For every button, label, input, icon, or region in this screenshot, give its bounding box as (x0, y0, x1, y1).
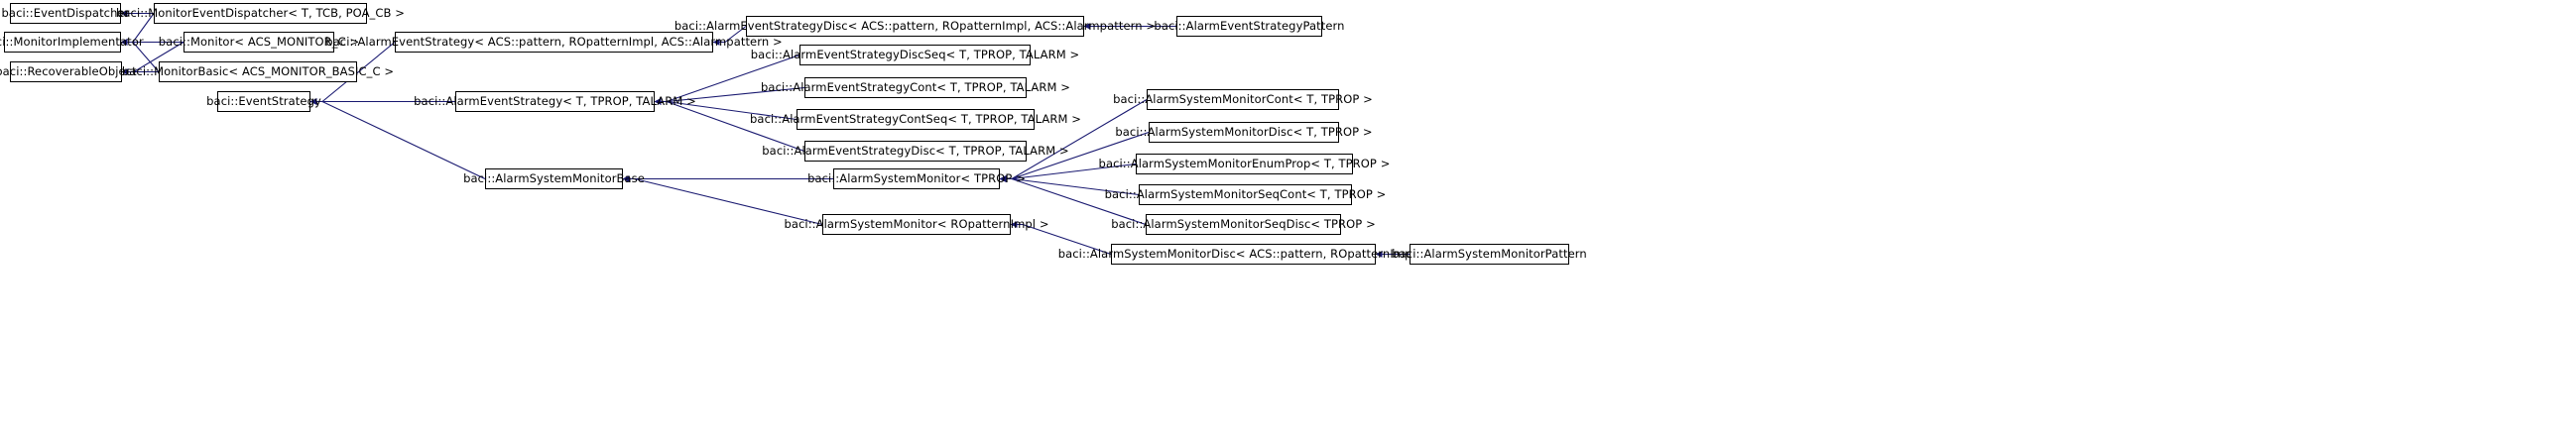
class-node-event_dispatcher[interactable]: baci::EventDispatcher (2, 3, 129, 24)
class-node-label: baci::AlarmEventStrategy< ACS::pattern, … (325, 34, 783, 49)
class-node-alarm_event_strategy_pattern[interactable]: baci::AlarmEventStrategyPattern (1154, 16, 1344, 37)
class-node-alarm_system_monitor_disc[interactable]: baci::AlarmSystemMonitorDisc< T, TPROP > (1115, 122, 1373, 143)
class-node-monitor_implementator[interactable]: baci::MonitorImplementator (0, 32, 144, 53)
class-node-label: baci::AlarmSystemMonitorBase (463, 170, 645, 185)
class-node-alarm_system_monitor_cont[interactable]: baci::AlarmSystemMonitorCont< T, TPROP > (1113, 89, 1373, 110)
class-node-label: baci::AlarmEventStrategyDiscSeq< T, TPRO… (750, 47, 1080, 61)
class-node-label: baci::AlarmEventStrategyDisc< T, TPROP, … (762, 143, 1069, 158)
class-node-alarm_event_strategy_disc_seq[interactable]: baci::AlarmEventStrategyDiscSeq< T, TPRO… (751, 45, 1079, 65)
class-node-alarm_event_strategy_disc[interactable]: baci::AlarmEventStrategyDisc< T, TPROP, … (762, 141, 1069, 162)
class-node-recoverable_object[interactable]: baci::RecoverableObject (0, 61, 137, 82)
class-node-monitor_basic[interactable]: baci::MonitorBasic< ACS_MONITOR_BASIC_C … (122, 61, 394, 82)
class-node-label: baci::AlarmEventStrategyDisc< ACS::patte… (674, 18, 1157, 33)
class-node-label: baci::AlarmSystemMonitor< ROpatternImpl … (784, 216, 1049, 231)
class-node-label: baci::AlarmEventStrategyPattern (1154, 18, 1345, 33)
class-node-label: baci::AlarmSystemMonitor< TPROP > (807, 170, 1026, 185)
class-node-label: baci::AlarmSystemMonitorEnumProp< T, TPR… (1098, 156, 1391, 170)
class-node-label: baci::AlarmSystemMonitorPattern (1392, 246, 1587, 261)
class-node-alarm_event_strategy_disc_pattern[interactable]: baci::AlarmEventStrategyDisc< ACS::patte… (675, 16, 1156, 37)
class-node-label: baci::AlarmEventStrategyContSeq< T, TPRO… (750, 111, 1081, 126)
class-node-alarm_system_monitor_pattern[interactable]: baci::AlarmSystemMonitorPattern (1392, 244, 1587, 265)
class-node-label: baci::EventStrategy (206, 93, 321, 108)
class-node-label: baci::MonitorImplementator (0, 34, 144, 49)
class-node-alarm_system_monitor_seq_disc[interactable]: baci::AlarmSystemMonitorSeqDisc< TPROP > (1111, 214, 1376, 235)
class-node-label: baci::AlarmSystemMonitorDisc< ACS::patte… (1057, 246, 1429, 261)
class-node-label: baci::RecoverableObject (0, 63, 137, 78)
class-node-label: baci::AlarmEventStrategy< T, TPROP, TALA… (414, 93, 696, 108)
class-node-label: baci::Monitor< ACS_MONITOR_C > (158, 34, 360, 49)
class-node-label: baci::AlarmSystemMonitorCont< T, TPROP > (1113, 91, 1373, 106)
class-node-label: baci::AlarmEventStrategyCont< T, TPROP, … (761, 79, 1070, 94)
class-node-label: baci::MonitorEventDispatcher< T, TCB, PO… (116, 5, 406, 20)
class-node-alarm_system_monitor_disc_pattern[interactable]: baci::AlarmSystemMonitorDisc< ACS::patte… (1058, 244, 1428, 265)
class-node-alarm_system_monitor_tprop[interactable]: baci::AlarmSystemMonitor< TPROP > (807, 168, 1026, 189)
class-node-alarm_event_strategy_pattern_t[interactable]: baci::AlarmEventStrategy< ACS::pattern, … (325, 32, 783, 53)
class-node-alarm_system_monitor_seq_cont[interactable]: baci::AlarmSystemMonitorSeqCont< T, TPRO… (1105, 184, 1386, 205)
class-node-label: baci::AlarmSystemMonitorSeqDisc< TPROP > (1111, 216, 1376, 231)
class-node-alarm_system_monitor_ropattern[interactable]: baci::AlarmSystemMonitor< ROpatternImpl … (784, 214, 1048, 235)
class-node-event_strategy[interactable]: baci::EventStrategy (206, 91, 321, 112)
class-node-label: baci::AlarmSystemMonitorDisc< T, TPROP > (1115, 124, 1373, 139)
class-node-alarm_system_monitor_enum_prop[interactable]: baci::AlarmSystemMonitorEnumProp< T, TPR… (1099, 154, 1390, 174)
class-node-alarm_event_strategy_t[interactable]: baci::AlarmEventStrategy< T, TPROP, TALA… (414, 91, 696, 112)
class-node-label: baci::AlarmSystemMonitorSeqCont< T, TPRO… (1104, 186, 1387, 201)
class-node-alarm_event_strategy_cont_seq[interactable]: baci::AlarmEventStrategyContSeq< T, TPRO… (750, 109, 1081, 130)
class-node-alarm_event_strategy_cont[interactable]: baci::AlarmEventStrategyCont< T, TPROP, … (761, 77, 1070, 98)
class-node-alarm_system_monitor_base[interactable]: baci::AlarmSystemMonitorBase (463, 168, 645, 189)
class-node-label: baci::EventDispatcher (1, 5, 130, 20)
class-node-label: baci::MonitorBasic< ACS_MONITOR_BASIC_C … (121, 63, 395, 78)
class-node-monitor_event_dispatcher[interactable]: baci::MonitorEventDispatcher< T, TCB, PO… (116, 3, 405, 24)
class-node-monitor_acs_monitor_c[interactable]: baci::Monitor< ACS_MONITOR_C > (159, 32, 359, 53)
inheritance-edge (309, 98, 486, 179)
